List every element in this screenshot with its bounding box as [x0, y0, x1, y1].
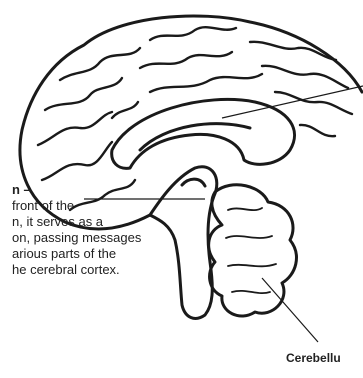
- brainstem-caption-line-1: n –: [12, 182, 141, 198]
- cerebellum-label: Cerebellu: [286, 351, 341, 365]
- cerebellum-folia: [226, 208, 276, 293]
- thalamus-outline: [182, 179, 205, 186]
- brainstem-caption-line-2: front of the: [12, 198, 141, 214]
- corpus-callosum: [112, 99, 295, 168]
- brainstem-caption-line-5: arious parts of the: [12, 246, 141, 262]
- ventricle-line: [140, 124, 250, 150]
- brainstem-caption-line-4: on, passing messages: [12, 230, 141, 246]
- corpus-callosum-pointer: [222, 86, 363, 118]
- brainstem-caption-line-3: n, it serves as a: [12, 214, 141, 230]
- cerebellum-outline: [209, 185, 297, 316]
- brainstem-outline: [150, 167, 217, 319]
- brainstem-caption: n – front of the n, it serves as a on, p…: [12, 182, 141, 278]
- brainstem-caption-line-6: he cerebral cortex.: [12, 262, 141, 278]
